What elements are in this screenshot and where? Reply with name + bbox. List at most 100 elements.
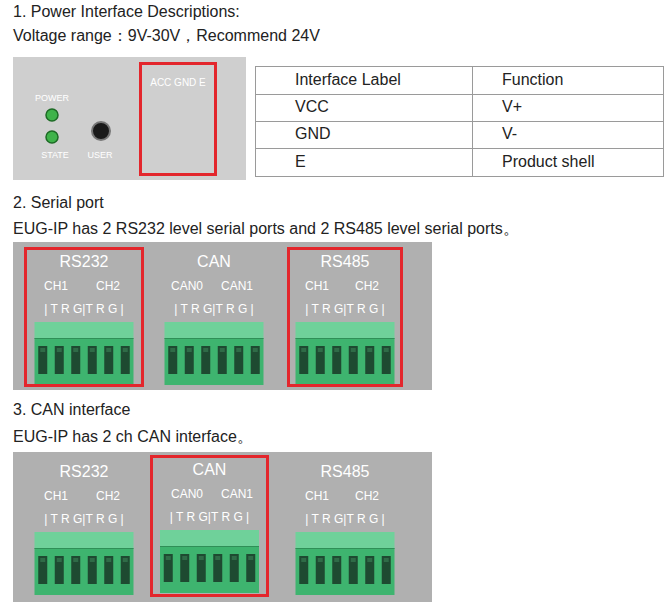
terminal-screw xyxy=(384,348,389,352)
power-led xyxy=(46,109,58,121)
terminal-block xyxy=(35,322,134,385)
port-title: RS485 xyxy=(321,253,370,271)
terminal-slot xyxy=(180,554,189,582)
terminal-screw xyxy=(170,348,175,352)
terminal-slot xyxy=(88,556,97,584)
terminal-block xyxy=(35,532,134,595)
terminal-slot xyxy=(88,346,97,374)
table-rule xyxy=(255,94,664,95)
power-terminal-box: ACC GND E xyxy=(139,62,217,176)
terminal-screw xyxy=(57,348,62,352)
terminal-block xyxy=(165,322,264,385)
table-cell: Function xyxy=(502,71,563,89)
terminal-slot xyxy=(38,556,47,584)
pin-label: | T R G|T R G | xyxy=(305,303,384,317)
terminal-screw xyxy=(106,348,111,352)
port-title: CAN xyxy=(197,253,231,271)
terminal-top xyxy=(35,322,134,338)
channel-label: CH2 xyxy=(355,490,379,504)
document-text: 1. Power Interface Descriptions: xyxy=(13,3,240,21)
terminal-slot xyxy=(349,556,358,584)
channel-label: CH2 xyxy=(96,490,120,504)
terminal-screw xyxy=(187,348,192,352)
terminal-block xyxy=(296,322,395,385)
table-frame xyxy=(256,67,664,177)
terminal-screw xyxy=(90,558,95,562)
terminal-blocks xyxy=(35,322,395,595)
channel-label: CAN0 xyxy=(171,488,203,502)
port-title: RS485 xyxy=(321,463,370,481)
indicator-label: STATE xyxy=(41,150,69,160)
terminal-edge xyxy=(296,548,395,549)
terminal-edge xyxy=(165,338,264,339)
terminal-screw xyxy=(367,348,372,352)
connector-group: CANCAN0CAN1| T R G|T R G | xyxy=(160,247,268,387)
terminal-slot xyxy=(164,554,173,582)
document-text: Voltage range：9V-30V，Recommend 24V xyxy=(13,27,320,45)
terminal-slot xyxy=(201,346,210,374)
connector-panel xyxy=(13,452,432,602)
terminal-top xyxy=(296,322,395,338)
terminal-screw xyxy=(334,348,339,352)
channel-label: CH2 xyxy=(355,280,379,294)
terminal-slot xyxy=(316,346,325,374)
terminal-screw xyxy=(166,556,171,560)
terminal-body xyxy=(296,548,395,595)
channel-label: CAN1 xyxy=(221,488,253,502)
terminal-slot xyxy=(38,346,47,374)
port-title: RS232 xyxy=(60,463,109,481)
channel-label: CH1 xyxy=(44,280,68,294)
terminal-slot xyxy=(349,346,358,374)
table-rule xyxy=(472,66,473,177)
table-rule xyxy=(255,121,664,122)
terminal-screw xyxy=(73,348,78,352)
connector-group: CANCAN0CAN1| T R G|T R G | xyxy=(150,455,269,597)
terminal-screw xyxy=(301,558,306,562)
terminal-screw xyxy=(182,556,187,560)
terminal-screw xyxy=(318,558,323,562)
terminal-slot xyxy=(332,556,341,584)
connector-group: RS485CH1CH2| T R G|T R G | xyxy=(287,457,403,597)
channel-label: CH1 xyxy=(44,490,68,504)
power-panel xyxy=(13,57,246,180)
terminal-slot xyxy=(316,556,325,584)
terminal-screw xyxy=(106,558,111,562)
terminal-slot xyxy=(382,556,391,584)
state-led xyxy=(46,131,58,143)
pin-label: | T R G|T R G | xyxy=(305,513,384,527)
terminal-screw xyxy=(318,348,323,352)
terminal-screw xyxy=(220,348,225,352)
terminal-screw xyxy=(253,348,258,352)
terminal-top xyxy=(35,532,134,548)
terminal-slot xyxy=(168,346,177,374)
indicator-label: POWER xyxy=(35,93,69,103)
pin-label: | T R G|T R G | xyxy=(170,511,249,525)
terminal-slot xyxy=(299,346,308,374)
terminal-slot xyxy=(71,556,80,584)
terminal-slot xyxy=(246,554,255,582)
document-text: EUG-IP has 2 RS232 level serial ports an… xyxy=(13,220,519,238)
terminal-top xyxy=(296,532,395,548)
table-cell: Interface Label xyxy=(295,71,401,89)
terminal-slot xyxy=(332,346,341,374)
terminal-label: ACC GND E xyxy=(150,77,206,89)
table-cell: VCC xyxy=(295,98,329,116)
pin-label: | T R G|T R G | xyxy=(44,303,123,317)
terminal-slot xyxy=(230,554,239,582)
terminal-screw xyxy=(215,556,220,560)
terminal-slot xyxy=(71,346,80,374)
connector-group: RS232CH1CH2| T R G|T R G | xyxy=(24,247,144,387)
terminal-screw xyxy=(248,556,253,560)
terminal-slot xyxy=(197,554,206,582)
terminal-slot xyxy=(185,346,194,374)
terminal-slot xyxy=(234,346,243,374)
terminal-edge xyxy=(296,338,395,339)
terminal-body xyxy=(35,548,134,595)
terminal-screw xyxy=(40,558,45,562)
channel-label: CAN0 xyxy=(171,280,203,294)
terminal-edge xyxy=(160,546,259,547)
terminal-slot xyxy=(218,346,227,374)
terminal-screw xyxy=(301,348,306,352)
